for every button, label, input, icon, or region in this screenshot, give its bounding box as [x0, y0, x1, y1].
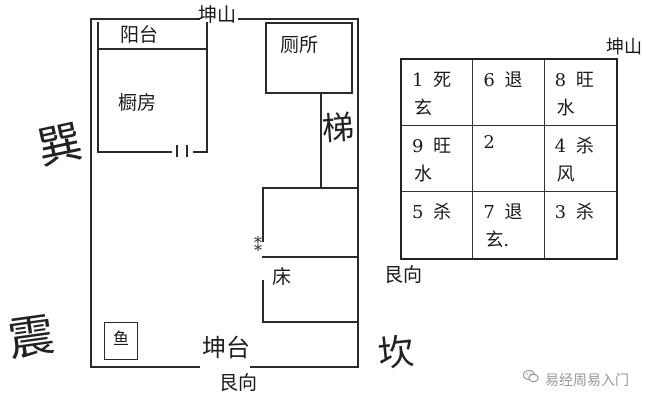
fish-label: 鱼 [113, 329, 130, 348]
kitchen-wall-bottom [97, 151, 172, 153]
bedroom-left-b [262, 280, 264, 322]
grid-cell: 5 杀 [402, 192, 474, 258]
flying-star-grid: 1 死玄 6 退 8 旺水 9 旺水 2 4 杀风 5 杀 7 退玄. 3 杀 [400, 58, 618, 260]
fish-box [104, 322, 138, 360]
stair-line [320, 94, 322, 188]
kitchen-door-mark-2 [186, 145, 188, 157]
top-label: 坤山 [198, 4, 237, 26]
toilet-box [265, 22, 353, 94]
toilet-label: 厕所 [280, 34, 319, 56]
right-label: 艮向 [384, 264, 423, 286]
wall-right [357, 18, 359, 368]
bedroom-left [262, 187, 264, 242]
grid-cell: 1 死玄 [402, 60, 474, 126]
watermark-text: 易经周易入门 [545, 373, 629, 389]
bedroom-top [262, 187, 358, 189]
kitchen-wall-left [97, 22, 99, 152]
grid-cell: 9 旺水 [402, 126, 474, 192]
bottom-mark: 坤台 [202, 334, 250, 362]
grid-cell: 2 [473, 126, 545, 192]
right-side-char: 梯 [320, 107, 356, 149]
grid-cell: 3 杀 [554, 202, 596, 223]
bedroom-bottom [262, 321, 358, 323]
bed-top [262, 256, 358, 258]
door-squiggle: ⁑ [254, 236, 262, 255]
kitchen-label: 橱房 [118, 92, 157, 114]
wall-top-right [238, 18, 358, 20]
grid-cell: 4 杀风 [544, 126, 616, 192]
wall-bottom-right [250, 366, 359, 368]
kitchen-wall-bottom-b [193, 151, 208, 153]
kitchen-wall-right [206, 22, 208, 152]
wall-bottom-left [90, 366, 200, 368]
grid-cell: 8 旺水 [544, 60, 616, 126]
left-top-char: 巽 [33, 115, 87, 176]
bottom-label: 艮向 [219, 372, 258, 394]
wechat-icon [523, 369, 539, 383]
left-bottom-char: 震 [4, 307, 58, 367]
grid-title: 坤山 [606, 37, 642, 58]
bed-label: 床 [272, 266, 292, 288]
balcony-divider [97, 48, 208, 50]
wall-left [90, 18, 92, 368]
kitchen-door-mark [176, 145, 178, 157]
grid-cell: 6 退 [473, 60, 545, 126]
balcony-label: 阳台 [120, 24, 159, 46]
grid-cell: 7 退玄. [473, 192, 545, 258]
wall-top-left [90, 18, 200, 20]
bottom-right-char: 坎 [375, 331, 417, 376]
